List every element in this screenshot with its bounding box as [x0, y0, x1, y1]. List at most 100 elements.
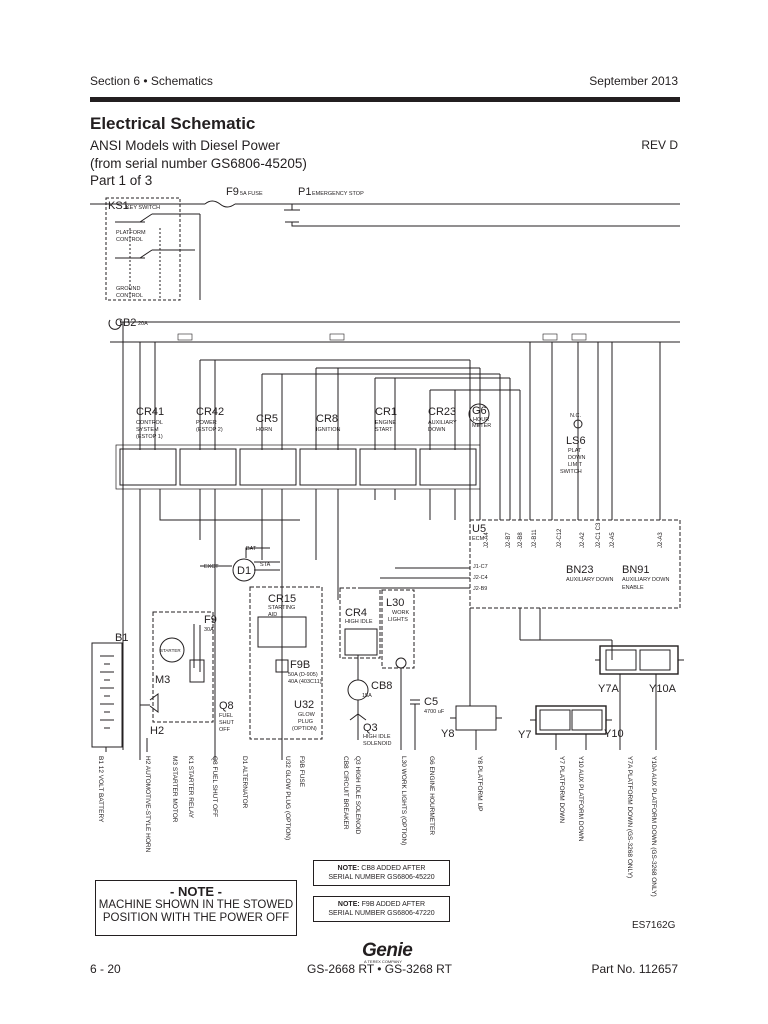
q3-label: Q3 [363, 722, 378, 734]
legend-item: U32 GLOW PLUG (OPTION) [284, 756, 291, 840]
cr8-desc: IGNITION [316, 427, 340, 433]
bn23-label: BN23 [566, 564, 594, 576]
j2b9-label: J2-B9 [473, 586, 487, 592]
page-title: Electrical Schematic [90, 114, 256, 133]
q3-desc-2: SOLENOID [363, 741, 391, 747]
cb8-breaker [347, 679, 369, 701]
f9b-note-text: F9B ADDED AFTER [361, 901, 426, 908]
section-label: Section 6 • Schematics [90, 74, 213, 88]
note-heading: - NOTE - [170, 884, 222, 899]
f9b-note-serial: SERIAL NUMBER GS6806-47220 [328, 910, 435, 917]
u32-desc-1: GLOW [298, 712, 316, 718]
ks1-label: KS1 [108, 200, 129, 212]
cr4-desc: HIGH IDLE [345, 619, 373, 625]
legend-item: Y8 PLATFORM UP [476, 756, 483, 812]
f9-desc: 5A FUSE [240, 191, 263, 197]
es-code: ES7162G [632, 920, 676, 931]
legend-item: L30 WORK LIGHTS (OPTION) [400, 756, 407, 845]
legend-item: D1 ALTERNATOR [241, 756, 248, 809]
u32-desc-3: (OPTION) [292, 726, 317, 732]
legend-item: B1 12 VOLT BATTERY [97, 756, 104, 823]
cb8-note-serial: SERIAL NUMBER GS6806-45220 [328, 874, 435, 881]
f9-label: F9 [226, 186, 239, 198]
subtitle-models: ANSI Models with Diesel Power [90, 138, 280, 153]
ground-control-label-2: CONTROL [116, 293, 143, 299]
cb2-symbol [108, 319, 122, 330]
b1-battery [91, 642, 123, 748]
h2-label: H2 [150, 725, 164, 737]
cb8-note-prefix: NOTE: [337, 865, 360, 872]
ks1-box [105, 197, 181, 301]
cb8-note-text: CB8 ADDED AFTER [361, 865, 426, 872]
stowed-position-note: - NOTE - MACHINE SHOWN IN THE STOWED POS… [95, 880, 297, 936]
legend-item: Q3 HIGH IDLE SOLENOID [354, 756, 361, 835]
wire-tag: J2-C1 C3 [596, 522, 602, 548]
sta-label: STA [260, 562, 271, 568]
y7a-label: Y7A [598, 683, 619, 695]
wire-tag: J2-A5 [610, 532, 616, 548]
cr42-label: CR42 [196, 406, 224, 418]
ks1-contacts [115, 213, 172, 259]
cb8-label: CB8 [371, 680, 392, 692]
starter-desc: STARTER [160, 648, 181, 653]
cr5-relay-box [239, 448, 297, 486]
ls6-desc-3: LIMIT [568, 462, 583, 468]
c5-capacitor [410, 699, 420, 750]
cr5-desc: HORN [256, 427, 272, 433]
cr15-box [249, 586, 323, 740]
cr23-label: CR23 [428, 406, 456, 418]
f9b-desc-2: 40A (403C11) [288, 679, 322, 685]
revision-label: REV D [641, 138, 678, 152]
cr42-desc-1: POWER [196, 420, 217, 426]
header-rule [90, 97, 680, 102]
cr4-label: CR4 [345, 607, 367, 619]
note-line-2: POSITION WITH THE POWER OFF [102, 912, 290, 924]
cb2-bus [120, 321, 680, 750]
m3-label: M3 [155, 674, 170, 686]
legend-item: CB8 CIRCUIT BREAKER [342, 756, 349, 830]
nc-label: N.C. [570, 413, 581, 419]
part-number: Part No. 112657 [591, 962, 678, 976]
wire-tag: J2-C12 [557, 528, 563, 548]
f9-mid-label: F9 [204, 614, 217, 626]
u5-ecm-box [469, 519, 681, 609]
ground-control-label: GROUND [116, 286, 140, 292]
j2c4-label: J2-C4 [473, 575, 488, 581]
q8-desc-1: FUEL [219, 713, 233, 719]
g6-desc-1: HOUR [473, 417, 489, 423]
model-label: GS-2668 RT • GS-3268 RT [307, 962, 452, 976]
d1-label: D1 [237, 565, 251, 577]
date-label: September 2013 [589, 74, 678, 88]
ks1-outputs [172, 213, 201, 300]
wire-tag: J2-B11 [532, 529, 538, 548]
cb2-label: CB2 [115, 317, 136, 329]
bn91-desc-2: ENABLE [622, 585, 644, 591]
cr1-desc-1: ENGINE [375, 420, 396, 426]
q8-desc-3: OFF [219, 727, 231, 733]
cb8-note: NOTE: CB8 ADDED AFTER SERIAL NUMBER GS68… [313, 860, 450, 886]
q8-desc-2: SHUT [219, 720, 235, 726]
cb8-desc: 15A [362, 693, 372, 699]
l30-desc-1: WORK [392, 610, 409, 616]
bn91-label: BN91 [622, 564, 650, 576]
q3-solenoid [349, 713, 367, 721]
ks1-desc: KEY SWITCH [126, 205, 160, 211]
y8-valve [455, 705, 497, 731]
cr15-desc-1: STARTING [268, 605, 295, 611]
g6-desc-2: METER [472, 423, 491, 429]
cr4-box [339, 587, 381, 659]
m3-starter-motor [159, 637, 185, 663]
cr8-label: CR8 [316, 413, 338, 425]
p1-label: P1 [298, 186, 311, 198]
bn23-desc: AUXILIARY DOWN [566, 577, 614, 583]
g6-hour-meter [468, 403, 490, 425]
q3-desc-1: HIGH IDLE [363, 734, 391, 740]
l30-label: L30 [386, 597, 404, 609]
fuse-f9-symbol [204, 200, 236, 208]
g6-label: G6 [472, 405, 487, 417]
f9b-desc-1: 50A (D-905) [288, 672, 318, 678]
q8-label: Q8 [219, 700, 234, 712]
